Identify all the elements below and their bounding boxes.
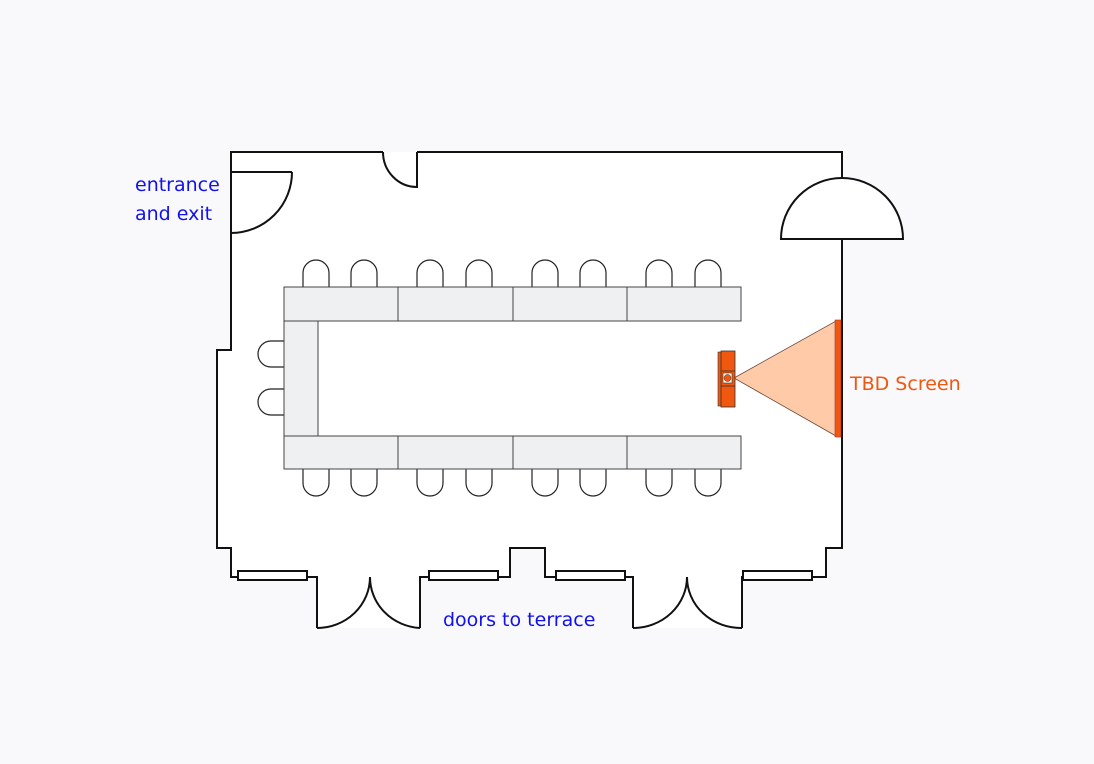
chair	[257, 340, 284, 368]
table	[397, 435, 514, 470]
side-door	[382, 151, 418, 189]
chair	[302, 469, 330, 497]
chair	[465, 259, 493, 287]
entrance-label-line1: entrance	[135, 174, 220, 196]
chair	[645, 469, 673, 497]
entrance-label-line2: and exit	[135, 203, 213, 225]
table	[512, 435, 628, 470]
chair	[350, 469, 378, 497]
wall	[741, 576, 743, 628]
chair	[531, 469, 559, 497]
chair	[645, 259, 673, 287]
wall	[307, 576, 318, 628]
chair	[579, 259, 607, 287]
table	[283, 320, 319, 437]
wall	[419, 576, 429, 628]
entrance-label: entrance and exit	[135, 171, 220, 229]
terrace-label: doors to terrace	[443, 609, 596, 631]
chair	[694, 469, 722, 497]
chair	[416, 469, 444, 497]
terrace-door-left	[316, 576, 421, 629]
chair	[694, 259, 722, 287]
chair	[579, 469, 607, 497]
terrace-door-right	[632, 576, 743, 630]
table	[283, 286, 399, 322]
chair	[257, 388, 284, 416]
wall	[230, 151, 383, 172]
semicircle-door	[779, 177, 905, 240]
table	[626, 435, 742, 470]
chair	[465, 469, 493, 497]
window	[237, 570, 308, 581]
entrance-door	[230, 171, 293, 234]
tables	[283, 286, 742, 470]
projector	[717, 350, 736, 408]
wall	[498, 547, 556, 578]
chair	[416, 259, 444, 287]
table	[626, 286, 742, 322]
screen-label: TBD Screen	[850, 373, 961, 395]
chair	[350, 259, 378, 287]
window	[742, 570, 813, 581]
window	[428, 570, 499, 581]
window	[555, 570, 626, 581]
wall	[625, 576, 634, 628]
table	[283, 435, 399, 470]
wall	[417, 151, 843, 578]
table	[512, 286, 628, 322]
table	[397, 286, 514, 322]
chair	[531, 259, 559, 287]
wall	[216, 233, 238, 578]
screen	[834, 319, 842, 438]
chair	[302, 259, 330, 287]
chairs	[257, 259, 722, 497]
